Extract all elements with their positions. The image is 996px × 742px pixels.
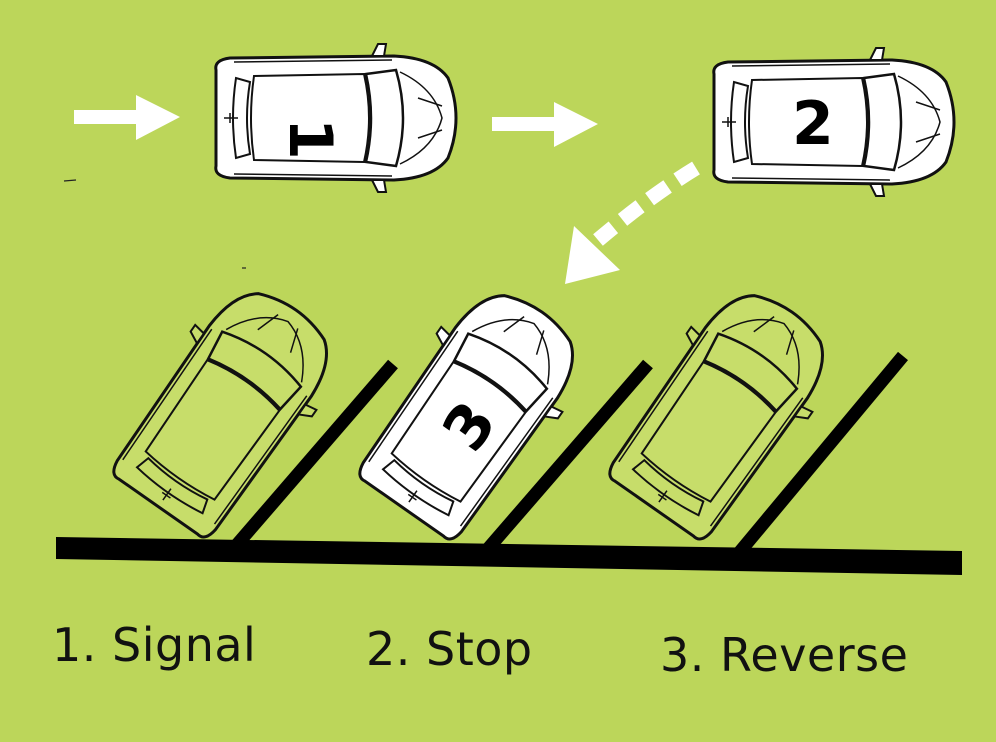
- bay-divider-1: [229, 359, 398, 553]
- step-label-stop: 2. Stop: [366, 622, 533, 676]
- car-2: 2: [712, 46, 956, 198]
- parked-car-right: [592, 268, 855, 553]
- curb-line: [56, 537, 962, 575]
- car-2-number: 2: [792, 89, 834, 159]
- bay-divider-2: [481, 359, 653, 556]
- step-label-signal: 1. Signal: [52, 618, 257, 672]
- bay-divider-3: [733, 351, 908, 559]
- step-label-reverse: 3. Reverse: [660, 628, 909, 682]
- speck: [63, 179, 77, 182]
- car-1-number: 1: [275, 118, 345, 160]
- car-1: 1: [214, 42, 458, 194]
- arrow-stop: [492, 102, 598, 147]
- arrow-reverse: [565, 161, 700, 284]
- arrow-approach: [74, 95, 180, 140]
- parked-car-left: [96, 266, 359, 551]
- parking-lines: [56, 351, 962, 575]
